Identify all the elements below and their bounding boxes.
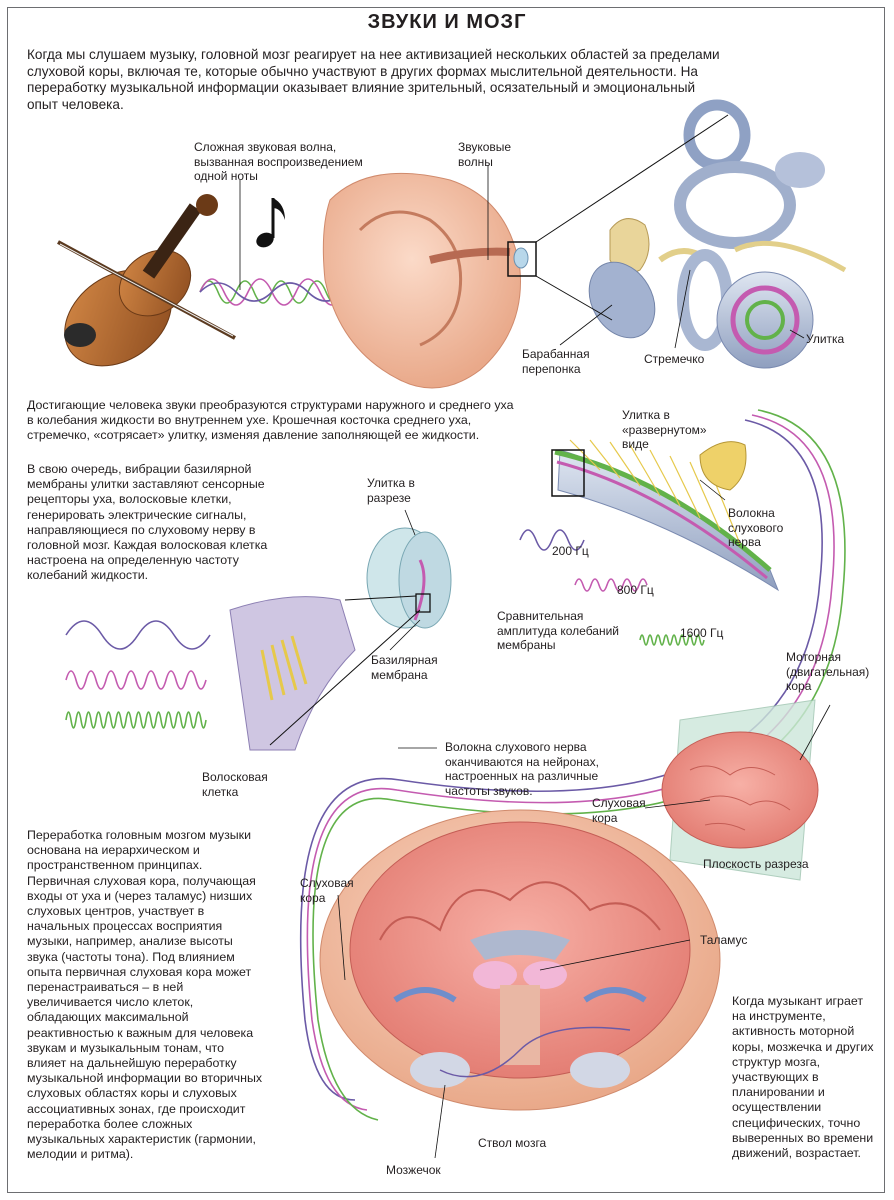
- leader-lines: [239, 165, 831, 1159]
- label-nerve-end: Волокна слухового нерва оканчиваются на …: [445, 740, 599, 798]
- hair-cell-illustration: [229, 595, 421, 751]
- brain-lateral-illustration: [661, 699, 819, 881]
- label-eardrum: Барабанная перепонка: [522, 347, 590, 376]
- paragraph-motor: Когда музыкант играет на инструменте, ак…: [732, 994, 874, 1161]
- label-aud-cortex-right: Слуховая кора: [592, 796, 646, 825]
- label-cochlea: Улитка: [806, 332, 845, 346]
- label-1600hz: 1600 Гц: [680, 626, 724, 640]
- brain-section-illustration: [319, 809, 721, 1111]
- inner-ear-illustration: [535, 99, 847, 369]
- label-brainstem: Ствол мозга: [478, 1136, 547, 1150]
- intro-paragraph: Когда мы слушаем музыку, головной мозг р…: [27, 47, 720, 112]
- label-motor-cortex: Моторная (двигательная) кора: [786, 650, 870, 693]
- label-thalamus: Таламус: [700, 933, 748, 947]
- label-aud-cortex-left: Слуховая кора: [300, 876, 354, 905]
- page-title: ЗВУКИ И МОЗГ: [367, 11, 527, 33]
- label-cochlea-unrolled: Улитка в «развернутом» виде: [622, 408, 707, 451]
- page-frame: [7, 7, 885, 1193]
- membrane-wave-200hz: [519, 529, 585, 551]
- label-stapes: Стремечко: [644, 352, 705, 366]
- label-nerve-fibers: Волокна слухового нерва: [728, 506, 784, 549]
- membrane-wave-800hz: [574, 578, 648, 592]
- frequency-waves-left: [65, 620, 211, 729]
- cochlea-section-illustration: [366, 527, 452, 629]
- paragraph-ear: Достигающие человека звуки преобразуются…: [27, 398, 514, 443]
- label-sound-waves: Звуковые волны: [458, 140, 512, 169]
- paragraph-cochlea: В свою очередь, вибрации базилярной мемб…: [27, 462, 268, 583]
- label-section-plane: Плоскость разреза: [703, 857, 809, 871]
- label-cochlea-section: Улитка в разрезе: [367, 476, 415, 505]
- label-complex-wave: Сложная звуковая волна, вызванная воспро…: [194, 140, 363, 183]
- label-800hz: 800 Гц: [617, 583, 654, 597]
- music-note-icon: [256, 198, 285, 248]
- cochlea-unrolled-illustration: [551, 439, 780, 592]
- label-cerebellum: Мозжечок: [386, 1163, 441, 1177]
- membrane-wave-1600hz: [639, 634, 705, 646]
- label-basilar: Базилярная мембрана: [371, 653, 438, 682]
- label-hair-cell: Волосковая клетка: [202, 770, 268, 799]
- label-amplitude: Сравнительная амплитуда колебаний мембра…: [497, 609, 620, 652]
- ear-illustration: [322, 172, 537, 389]
- violin-illustration: [57, 194, 236, 367]
- paragraph-brain: Переработка головным мозгом музыки основ…: [27, 828, 263, 1162]
- label-200hz: 200 Гц: [552, 544, 589, 558]
